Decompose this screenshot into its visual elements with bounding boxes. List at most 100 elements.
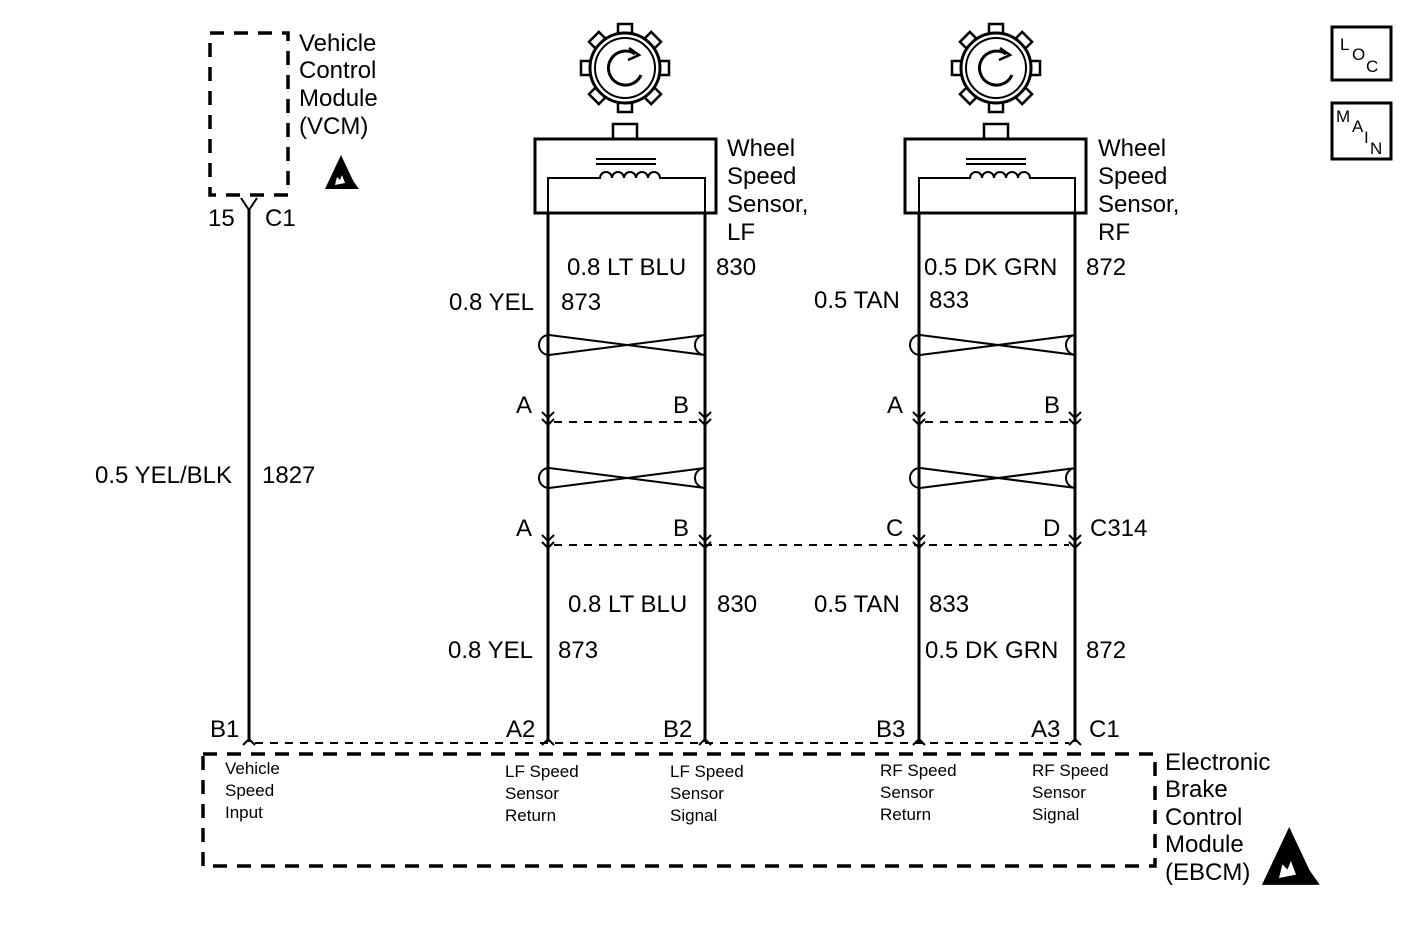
ebcm-term-rf-signal-l1: RF Speed — [1032, 761, 1109, 780]
ebcm-pin-b3: B3 — [876, 716, 905, 743]
lf-sensor-label-line2: Speed — [727, 163, 796, 190]
loc-letter-1: L — [1340, 35, 1349, 54]
ebcm-term-lf-signal-l2: Sensor — [670, 784, 724, 803]
upper-conn-rf-b: B — [1044, 392, 1060, 419]
c314-connector-name: C314 — [1090, 515, 1147, 542]
vss-wire-circuit: 1827 — [262, 462, 315, 489]
rf-return-upper-gauge-color: 0.5 TAN — [814, 287, 900, 314]
lf-signal-upper-gauge-color: 0.8 LT BLU — [567, 254, 686, 281]
ebcm-module: B1 A2 B2 B3 A3 C1 Vehicle Speed Input LF… — [201, 716, 1320, 886]
ebcm-term-lf-return-l3: Return — [505, 806, 556, 825]
ebcm-term-rf-return-l3: Return — [880, 805, 931, 824]
lf-signal-lower-circuit: 830 — [717, 591, 757, 618]
rf-wheel-speed-sensor: Wheel Speed Sensor, RF — [903, 22, 1179, 246]
loc-letter-2: O — [1352, 45, 1365, 64]
rf-sensor-tip — [982, 122, 1010, 141]
ebcm-term-lf-signal-l3: Signal — [670, 806, 717, 825]
rf-tone-wheel-icon — [950, 22, 1042, 114]
rf-signal-upper-circuit: 872 — [1086, 254, 1126, 281]
ebcm-dashed-outline — [201, 752, 1157, 868]
ebcm-pin-b2: B2 — [663, 716, 692, 743]
c314-pin-c: C — [886, 515, 903, 542]
ebcm-label-line4: Module — [1165, 831, 1244, 858]
main-letter-4: N — [1370, 139, 1382, 158]
lf-return-upper-circuit: 873 — [561, 289, 601, 316]
rf-twisted-pair-lower — [909, 467, 1077, 489]
vcm-module: Vehicle Control Module (VCM) 15 C1 — [208, 30, 378, 232]
main-letter-3: I — [1364, 128, 1369, 147]
vcm-label-line3: Module — [299, 85, 378, 112]
ebcm-pin-a3: A3 — [1031, 716, 1060, 743]
vcm-dashed-outline — [208, 31, 290, 197]
ebcm-term-vss-l2: Speed — [225, 781, 274, 800]
main-letter-1: M — [1336, 107, 1350, 126]
upper-conn-lf-b: B — [673, 392, 689, 419]
upper-conn-rf-a: A — [887, 392, 903, 419]
ebcm-term-vss-l1: Vehicle — [225, 759, 280, 778]
ebcm-term-lf-signal-l1: LF Speed — [670, 762, 744, 781]
lf-sensor-label-line3: Sensor, — [727, 191, 808, 218]
vcm-label-line1: Vehicle — [299, 30, 376, 57]
lf-return-upper-gauge-color: 0.8 YEL — [449, 289, 534, 316]
esd-warning-icon — [325, 155, 359, 189]
rf-sensor-coil — [918, 171, 1076, 213]
lf-twisted-pair-upper — [538, 334, 706, 356]
ebcm-term-rf-signal-l3: Signal — [1032, 805, 1079, 824]
rf-return-upper-circuit: 833 — [929, 287, 969, 314]
lf-signal-upper-circuit: 830 — [716, 254, 756, 281]
lf-sensor-body — [533, 137, 718, 215]
vcm-label-line4: (VCM) — [299, 113, 368, 140]
rf-return-lower-circuit: 833 — [929, 591, 969, 618]
lf-sensor-coil — [547, 171, 706, 213]
lf-return-lower-circuit: 873 — [558, 637, 598, 664]
lf-sensor-label-line4: LF — [727, 219, 755, 246]
ebcm-term-rf-signal-l2: Sensor — [1032, 783, 1086, 802]
main-letter-2: A — [1352, 117, 1364, 136]
rf-return-lower-gauge-color: 0.5 TAN — [814, 591, 900, 618]
rf-sensor-label-line3: Sensor, — [1098, 191, 1179, 218]
ebcm-connector-c1: C1 — [1089, 716, 1120, 743]
lf-sensor-tip — [611, 122, 639, 141]
vcm-pin-number: 15 — [208, 205, 235, 232]
rf-twisted-pair-upper — [909, 334, 1077, 356]
lf-twisted-pair-lower — [538, 467, 706, 489]
rf-sensor-label-line1: Wheel — [1098, 135, 1166, 162]
c314-pin-a: A — [516, 515, 532, 542]
ebcm-term-lf-return-l1: LF Speed — [505, 762, 579, 781]
lf-signal-lower-gauge-color: 0.8 LT BLU — [568, 591, 687, 618]
rf-sensor-label-line2: Speed — [1098, 163, 1167, 190]
lf-sensor-label-line1: Wheel — [727, 135, 795, 162]
main-button[interactable]: M A I N — [1330, 101, 1393, 161]
loc-letter-3: C — [1366, 57, 1378, 76]
c314-pin-b: B — [673, 515, 689, 542]
ebcm-term-vss-l3: Input — [225, 803, 263, 822]
ebcm-term-rf-return-l2: Sensor — [880, 783, 934, 802]
ebcm-pin-b1: B1 — [210, 716, 239, 743]
vcm-label-line2: Control — [299, 57, 376, 84]
lf-wheel-speed-sensor: Wheel Speed Sensor, LF — [533, 22, 808, 246]
ebcm-label-line1: Electronic — [1165, 749, 1270, 776]
rf-sensor-label-line4: RF — [1098, 219, 1130, 246]
c314-pin-d: D — [1043, 515, 1060, 542]
esd-warning-icon — [1261, 827, 1320, 885]
vss-wire-gauge-color: 0.5 YEL/BLK — [95, 462, 232, 489]
vcm-connector-label: C1 — [265, 205, 296, 232]
ebcm-term-lf-return-l2: Sensor — [505, 784, 559, 803]
ebcm-label-line3: Control — [1165, 804, 1242, 831]
rf-sensor-body — [903, 137, 1088, 215]
upper-conn-lf-a: A — [516, 392, 532, 419]
upper-inline-connector: A B A B — [516, 392, 1082, 426]
ebcm-label-line2: Brake — [1165, 776, 1228, 803]
lf-tone-wheel-icon — [579, 22, 671, 114]
vcm-pin-chevron — [240, 197, 258, 212]
rf-signal-lower-gauge-color: 0.5 DK GRN — [925, 637, 1058, 664]
ebcm-term-rf-return-l1: RF Speed — [880, 761, 957, 780]
ebcm-pin-a2: A2 — [506, 716, 535, 743]
c314-connector: A B C D C314 — [516, 515, 1147, 549]
ebcm-label-line5: (EBCM) — [1165, 859, 1250, 886]
rf-signal-upper-gauge-color: 0.5 DK GRN — [924, 254, 1057, 281]
loc-button[interactable]: L O C — [1330, 25, 1393, 82]
lf-return-lower-gauge-color: 0.8 YEL — [448, 637, 533, 664]
rf-signal-lower-circuit: 872 — [1086, 637, 1126, 664]
